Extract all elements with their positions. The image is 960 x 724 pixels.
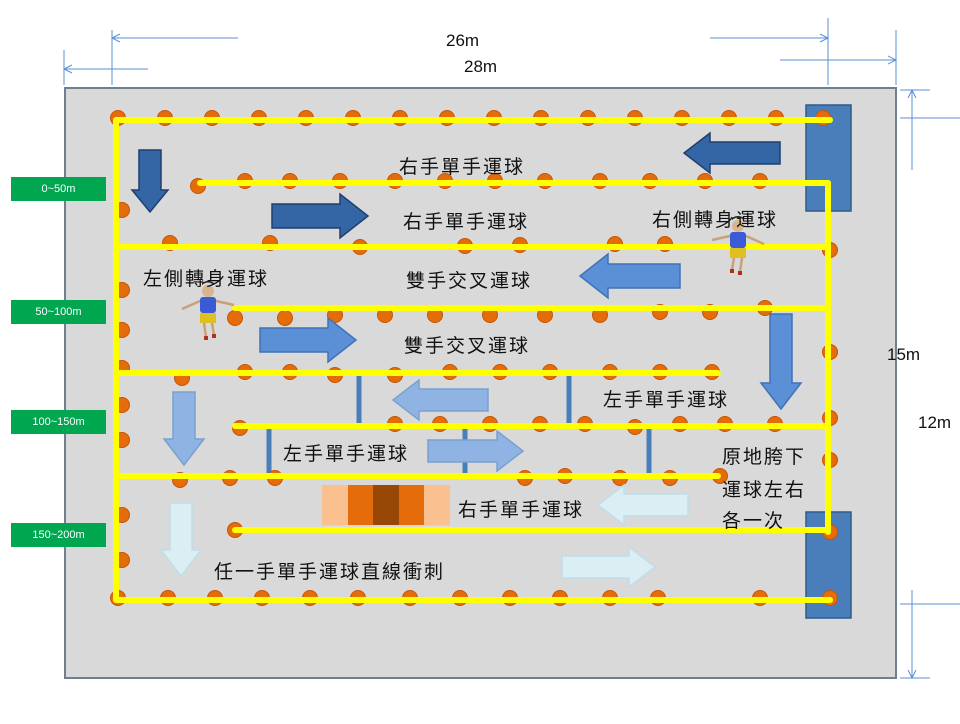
direction-arrow: [596, 483, 689, 527]
stage-tag-3: 100~150m: [11, 410, 106, 434]
drill-label-left-hand-2: 左手單手運球: [283, 443, 410, 465]
direction-arrow: [759, 313, 803, 411]
direction-arrow: [271, 192, 370, 240]
player-arm: [181, 299, 201, 311]
stage-tag-2: 50~100m: [11, 300, 106, 324]
direction-arrow: [162, 391, 206, 467]
direction-arrow: [259, 316, 358, 364]
player-head: [202, 285, 214, 297]
separator-posts: [266, 373, 652, 475]
player-hair: [732, 216, 744, 220]
player-leg: [210, 322, 216, 336]
player-figure: [181, 281, 235, 340]
inner-height-label: 12m: [918, 413, 952, 432]
player-head: [732, 220, 744, 232]
direction-arrow: [682, 131, 781, 175]
player-shorts: [730, 248, 746, 258]
drill-label-right-hand-2: 右手單手運球: [403, 211, 530, 233]
drill-label-sprint: 任一手單手運球直線衝刺: [214, 561, 446, 583]
drill-label-crossover-1: 雙手交叉運球: [406, 270, 533, 292]
stage-tag-1: 0~50m: [11, 177, 106, 201]
drill-label-between-legs-2: 運球左右: [722, 479, 807, 501]
player-shirt: [730, 232, 746, 248]
inner-width-label: 26m: [446, 31, 480, 50]
player-leg: [738, 257, 744, 273]
player-shorts: [200, 313, 216, 323]
player-arm: [711, 234, 731, 242]
player-arm: [745, 234, 765, 246]
players: [181, 216, 765, 340]
player-leg: [202, 322, 208, 338]
player-shoe: [212, 334, 216, 338]
drill-label-left-spin: 左側轉身運球: [143, 268, 270, 290]
player-shirt: [200, 297, 216, 313]
drill-label-right-hand-3: 右手單手運球: [458, 499, 585, 521]
direction-arrow: [427, 429, 525, 473]
direction-arrow: [391, 378, 489, 422]
player-figure: [711, 216, 765, 275]
player-shoe: [738, 271, 742, 275]
drill-label-right-hand-1: 右手單手運球: [399, 156, 526, 178]
player-arm: [215, 299, 235, 307]
cone: [227, 310, 243, 326]
outer-width-label: 28m: [464, 57, 498, 76]
player-leg: [730, 257, 736, 271]
cone: [277, 310, 293, 326]
drill-label-between-legs-3: 各一次: [722, 510, 786, 532]
dribble-path: [113, 117, 833, 603]
player-shoe: [730, 269, 734, 273]
dimension-lines: [62, 18, 960, 680]
drill-label-crossover-2: 雙手交叉運球: [404, 335, 531, 357]
drill-label-right-spin: 右側轉身運球: [652, 209, 779, 231]
stage-tag-4: 150~200m: [11, 523, 106, 547]
player-shoe: [204, 336, 208, 340]
direction-arrow: [159, 502, 203, 578]
direction-arrow: [578, 252, 681, 300]
player-hair: [202, 281, 214, 285]
direction-arrow: [130, 149, 170, 214]
drill-label-between-legs-1: 原地胯下: [722, 446, 807, 468]
outer-height-label: 15m: [887, 345, 921, 364]
direction-arrow: [561, 545, 657, 589]
drill-label-left-hand-1: 左手單手運球: [603, 389, 730, 411]
direction-arrows: [130, 131, 803, 589]
gate-obstacle: [322, 485, 450, 525]
